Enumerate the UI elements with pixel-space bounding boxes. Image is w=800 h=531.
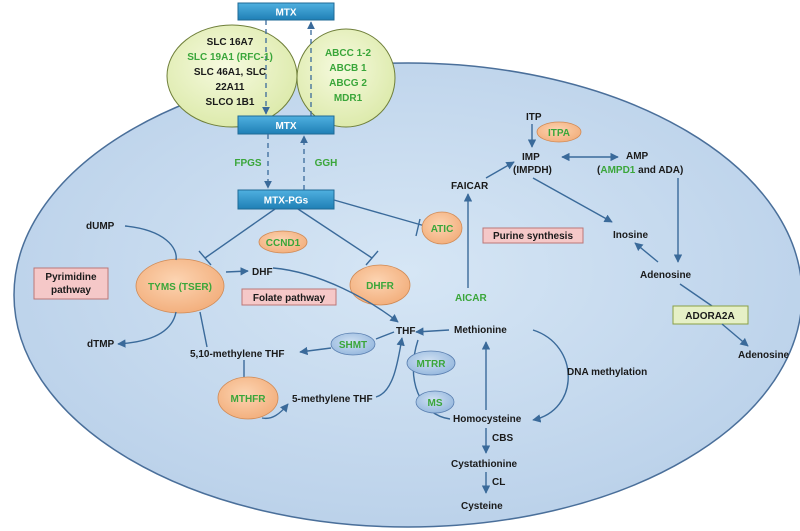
efflux-transporter-ellipse: [296, 28, 396, 128]
mthfr-enzyme: [217, 376, 279, 420]
adora2a-box: [672, 305, 749, 325]
mtx-out-box: [237, 2, 335, 21]
itpa-label: ITPA: [548, 128, 570, 139]
shmt-enzyme: [330, 332, 376, 356]
adenosine-in-label: Adenosine: [640, 270, 692, 281]
methylene-thf-label: 5,10-methylene THF: [190, 349, 284, 360]
ampd1-line: (AMPD1 and ADA): [597, 165, 683, 176]
itpa-enzyme: [536, 121, 582, 143]
cell-membrane: [13, 62, 800, 528]
purine-synthesis-box: [482, 227, 584, 244]
efflux-line-4: MDR1: [334, 93, 363, 104]
faicar-to-imp-arrow: [485, 161, 515, 179]
mtrr-enzyme: [406, 350, 456, 376]
efflux-line-1: ABCC 1-2: [325, 48, 372, 59]
mtx-out-label: MTX: [275, 8, 296, 19]
inhibit-tyms-line: [204, 208, 276, 259]
dump-arrow: [124, 225, 177, 261]
inhibit-dhfr-line: [297, 208, 373, 259]
faicar-label: FAICAR: [451, 181, 489, 192]
influx-line-3: SLC 46A1, SLC: [194, 67, 266, 78]
dhf-to-thf-arrow: [272, 267, 399, 323]
mtx-in-box: [237, 115, 335, 135]
purine-synthesis-label: Purine synthesis: [493, 231, 573, 242]
pyrimidine-line-2: pathway: [51, 285, 91, 296]
tyms-to-dhf-arrow: [225, 267, 249, 276]
tyms-methylene-line: [199, 311, 208, 348]
adora2a-label: ADORA2A: [685, 311, 734, 322]
efflux-line-3: ABCG 2: [329, 78, 367, 89]
ggh-label: GGH: [315, 158, 338, 169]
methionine-to-thf-arrow: [415, 327, 450, 336]
amp-label: AMP: [626, 151, 649, 162]
dhf-label: DHF: [252, 267, 273, 278]
fpgs-label: FPGS: [234, 158, 262, 169]
thf-label: THF: [396, 326, 415, 337]
dump-label: dUMP: [86, 221, 115, 232]
thf-shmt-line: [375, 331, 395, 340]
inhibit-dhfr-bar: [365, 250, 379, 266]
mthfr-label: MTHFR: [231, 394, 267, 405]
itp-label: ITP: [526, 112, 542, 123]
influx-line-1: SLC 16A7: [207, 37, 254, 48]
mthfr-arrow: [261, 403, 289, 420]
pyrimidine-line-1: Pyrimidine: [45, 272, 97, 283]
tyms-label: TYMS (TSER): [148, 282, 212, 293]
adenosine-out-label: Adenosine: [738, 350, 790, 361]
ccnd1-label: CCND1: [266, 238, 301, 249]
dtmp-label: dTMP: [87, 339, 115, 350]
mtx-pgs-label: MTX-PGs: [264, 196, 309, 207]
influx-line-5: SLCO 1B1: [206, 97, 255, 108]
homocysteine-label: Homocysteine: [453, 414, 522, 425]
shmt-arrow: [299, 346, 332, 356]
imp-label: IMP: [522, 152, 540, 163]
mtrr-label: MTRR: [417, 359, 447, 370]
dhfr-enzyme: [349, 264, 411, 306]
folate-pathway-box: [241, 288, 337, 306]
dna-methylation-label: DNA methylation: [567, 367, 647, 378]
adenosine-inosine-arrow: [634, 242, 659, 263]
imp-to-inosine-arrow: [532, 177, 613, 223]
atic-label: ATIC: [431, 224, 454, 235]
efflux-line-2: ABCB 1: [329, 63, 367, 74]
pyrimidine-pathway-box: [33, 267, 109, 300]
aicar-label: AICAR: [455, 293, 487, 304]
adora-to-adenosine-arrow: [721, 323, 749, 347]
cystathionine-label: Cystathionine: [451, 459, 518, 470]
thf-homocysteine-curve: [412, 339, 451, 420]
five-methylene-thf-label: 5-methylene THF: [292, 394, 373, 405]
ampd1-rest: and ADA): [635, 165, 683, 176]
mtx-pgs-box: [237, 189, 335, 210]
cbs-label: CBS: [492, 433, 513, 444]
methyl-thf-to-thf-arrow: [375, 337, 405, 398]
dhfr-label: DHFR: [366, 281, 395, 292]
influx-line-2: SLC 19A1 (RFC-1): [187, 52, 273, 63]
impdh-label: (IMPDH): [513, 165, 552, 176]
ccnd1-enzyme: [258, 230, 308, 254]
ampd1-gene: AMPD1: [600, 165, 635, 176]
influx-line-4: 22A11: [216, 82, 245, 93]
ms-label: MS: [428, 398, 443, 409]
dna-methylation-curve: [532, 329, 569, 423]
atic-enzyme: [421, 211, 463, 245]
folate-pathway-label: Folate pathway: [253, 293, 326, 304]
shmt-label: SHMT: [339, 340, 367, 351]
tyms-enzyme: [135, 258, 225, 314]
mtx-in-label: MTX: [275, 121, 296, 132]
inhibit-atic-line: [333, 199, 426, 227]
inhibit-tyms-bar: [198, 250, 212, 266]
adenosine-to-adora-line: [679, 283, 713, 307]
cl-label: CL: [492, 477, 505, 488]
inosine-label: Inosine: [613, 230, 648, 241]
cysteine-label: Cysteine: [461, 501, 503, 512]
inhibit-atic-bar: [415, 218, 421, 237]
methionine-label: Methionine: [454, 325, 507, 336]
ampd1-paren: (: [597, 165, 601, 176]
dtmp-arrow: [117, 311, 177, 348]
ms-enzyme: [415, 390, 455, 414]
